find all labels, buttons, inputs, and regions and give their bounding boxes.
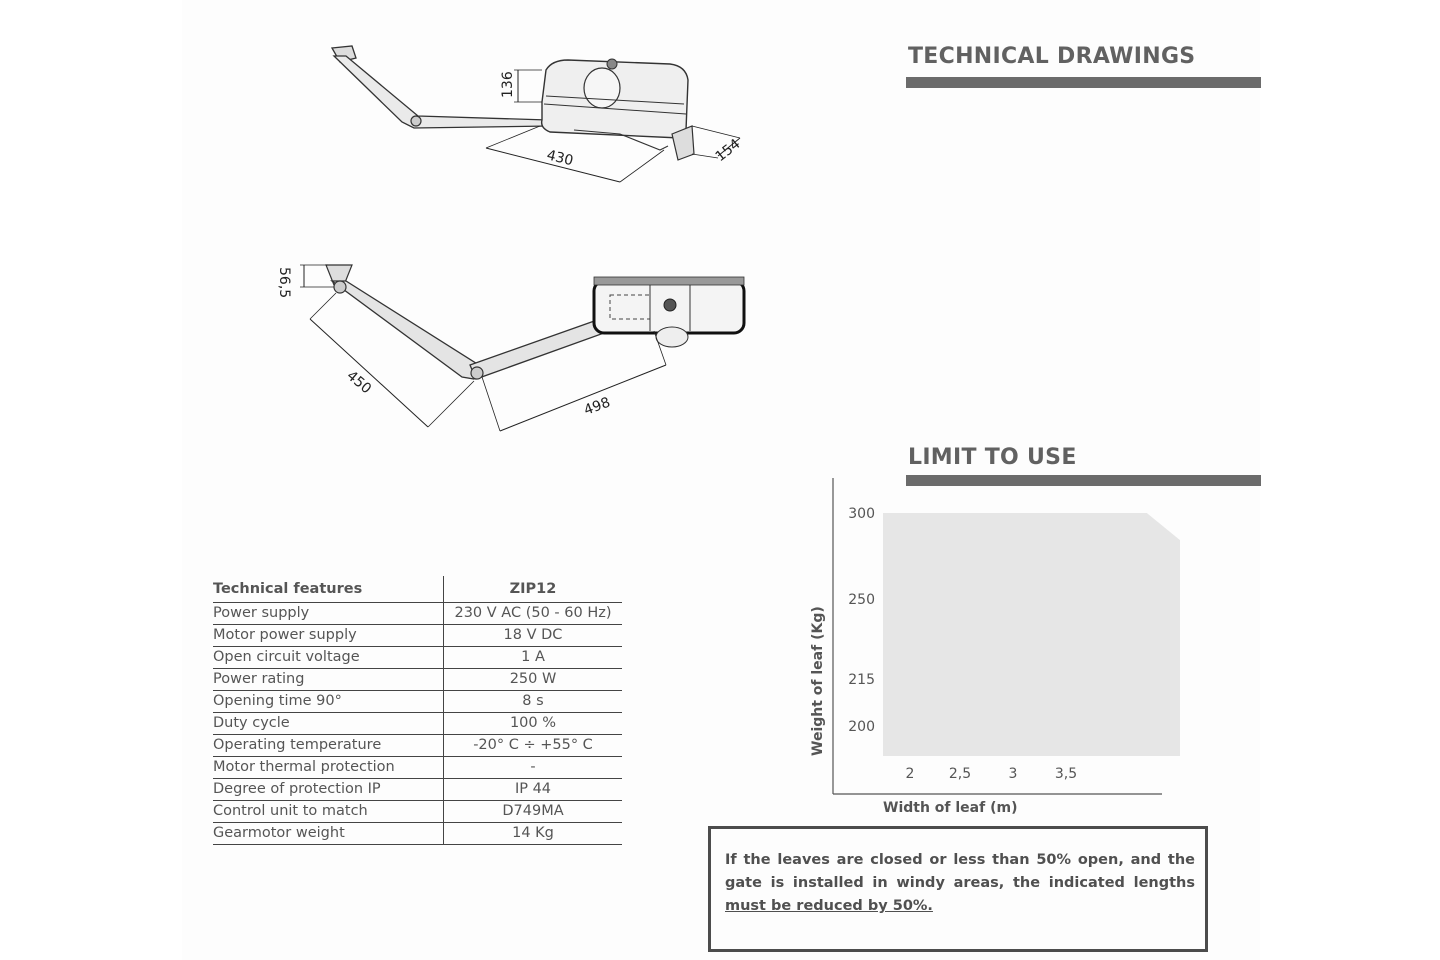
- x-tick-label: 2: [906, 766, 915, 782]
- row-label: Opening time 90°: [213, 690, 444, 713]
- x-tick-label: 3,5: [1055, 766, 1077, 782]
- table-row: Motor thermal protection-: [213, 756, 622, 779]
- note-text-underlined: must be reduced by 50%.: [725, 898, 933, 914]
- row-value: 18 V DC: [443, 624, 622, 647]
- dim-length-label: 430: [545, 147, 575, 169]
- row-value: -: [443, 756, 622, 779]
- row-label: Open circuit voltage: [213, 646, 444, 669]
- y-axis-label: Weight of leaf (Kg): [810, 606, 826, 756]
- dim-height-label: 136: [500, 71, 516, 98]
- y-tick-label: 200: [848, 719, 875, 735]
- y-tick-label: 300: [848, 506, 875, 522]
- note-text: If the leaves are closed or less than 50…: [725, 849, 1195, 918]
- dim-depth-label: 154: [713, 136, 744, 165]
- row-label: Motor power supply: [213, 624, 444, 647]
- row-value: 8 s: [443, 690, 622, 713]
- row-label: Power rating: [213, 668, 444, 691]
- row-label: Motor thermal protection: [213, 756, 444, 779]
- row-value: 1 A: [443, 646, 622, 669]
- row-value: 250 W: [443, 668, 622, 691]
- table-header-row: Technical features ZIP12: [213, 576, 622, 603]
- limit-to-use-title: LIMIT TO USE: [908, 445, 1077, 470]
- row-value: IP 44: [443, 778, 622, 801]
- table-header-model: ZIP12: [443, 576, 622, 603]
- limit-to-use-chart: 200 215 250 300 2 2,5 3 3,5 Weight of leaf (Kg…: [810, 478, 1180, 816]
- x-tick-label: 2,5: [949, 766, 971, 782]
- top-view-drawing: 56,5 450 498: [276, 264, 746, 432]
- row-value: -20° C ÷ +55° C: [443, 734, 622, 757]
- row-label: Gearmotor weight: [213, 822, 444, 845]
- row-value: D749MA: [443, 800, 622, 823]
- limit-to-use-bar: [906, 475, 1261, 486]
- row-value: 14 Kg: [443, 822, 622, 845]
- row-label: Duty cycle: [213, 712, 444, 735]
- table-row: Operating temperature-20° C ÷ +55° C: [213, 734, 622, 757]
- y-tick-label: 250: [848, 592, 875, 608]
- x-axis-label: Width of leaf (m): [883, 800, 1017, 816]
- dim-arm2-label: 498: [582, 395, 613, 419]
- y-tick-label: 215: [848, 672, 875, 688]
- note-text-plain: If the leaves are closed or less than 50…: [725, 852, 1195, 891]
- row-label: Power supply: [213, 602, 444, 625]
- row-label: Operating temperature: [213, 734, 444, 757]
- table-header-label: Technical features: [213, 576, 444, 603]
- row-label: Control unit to match: [213, 800, 444, 823]
- table-row: Opening time 90°8 s: [213, 690, 622, 713]
- technical-drawings-bar: [906, 77, 1261, 88]
- technical-drawings-title: TECHNICAL DRAWINGS: [908, 44, 1196, 69]
- dim-offset-label: 56,5: [276, 267, 292, 298]
- row-value: 100 %: [443, 712, 622, 735]
- note-box: If the leaves are closed or less than 50…: [708, 826, 1208, 952]
- row-label: Degree of protection IP: [213, 778, 444, 801]
- row-value: 230 V AC (50 - 60 Hz): [443, 602, 622, 625]
- x-tick-label: 3: [1009, 766, 1018, 782]
- usage-area: [883, 513, 1180, 756]
- dim-arm1-label: 450: [343, 368, 374, 397]
- side-view-drawing: 136 430 154: [330, 45, 744, 183]
